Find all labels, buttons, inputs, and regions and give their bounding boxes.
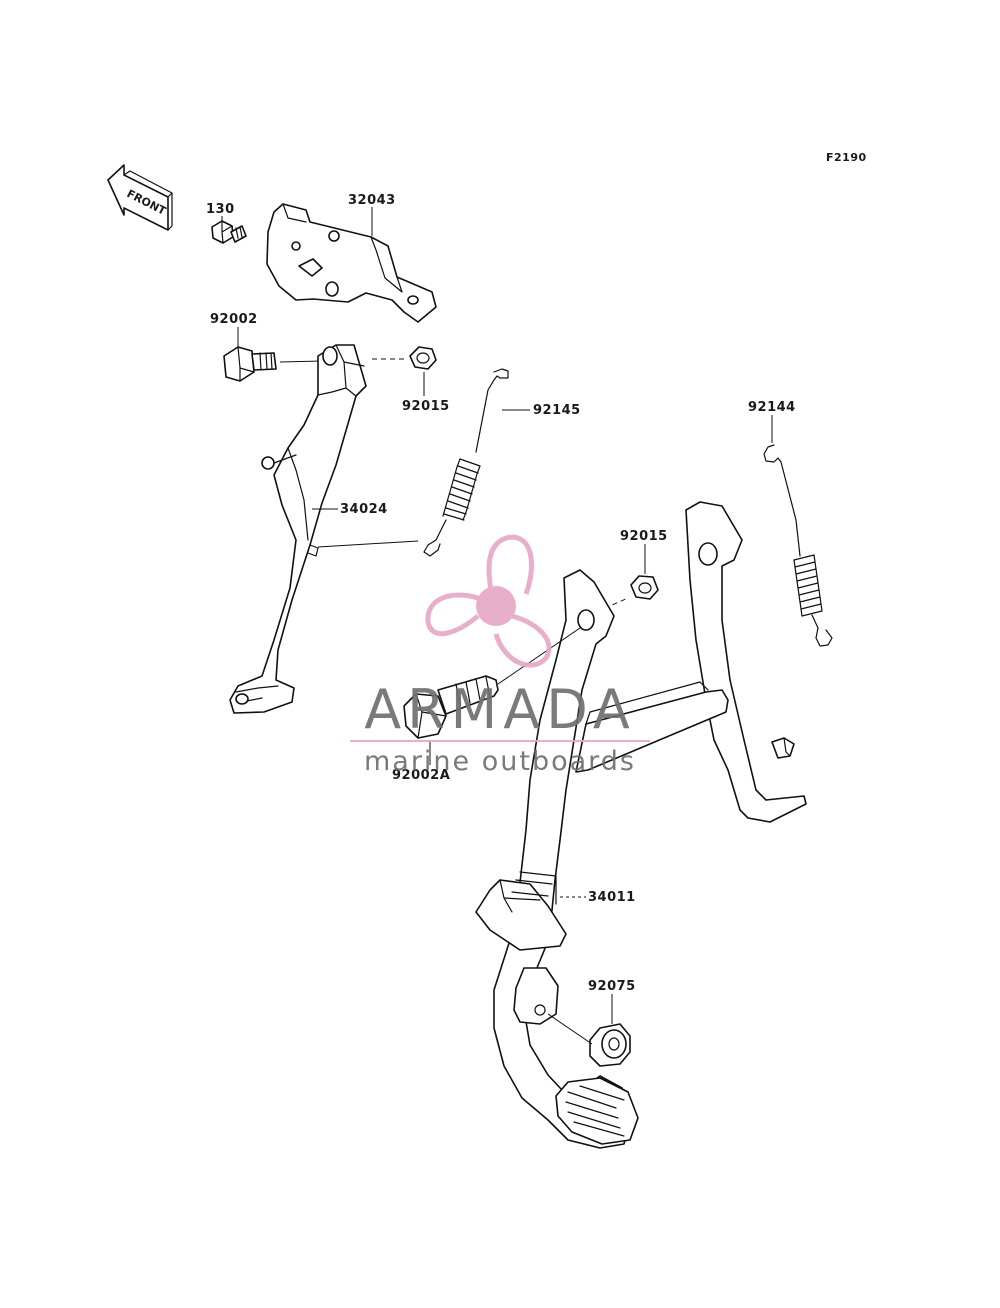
side-stand-34024: [229, 344, 367, 714]
bolt-130: [211, 220, 247, 244]
main-stand-34011: [475, 501, 807, 1149]
label-92015-right: 92015: [620, 529, 668, 544]
bracket-32043: [266, 203, 437, 323]
label-92002: 92002: [210, 312, 258, 327]
label-34011: 34011: [588, 890, 636, 905]
label-92015-top: 92015: [402, 399, 450, 414]
label-130: 130: [206, 202, 235, 217]
spring-92145: [423, 368, 509, 557]
propeller-icon: [425, 534, 552, 668]
label-92002A: 92002A: [392, 768, 450, 783]
front-arrow-icon: FRONT: [107, 164, 173, 231]
label-92145: 92145: [533, 403, 581, 418]
label-34024: 34024: [340, 502, 388, 517]
figure-code: F2190: [826, 151, 867, 164]
armada-watermark: ARMADA marine outboards: [350, 534, 650, 777]
nut-92015-right: [630, 575, 659, 600]
label-32043: 32043: [348, 193, 396, 208]
pivot-bolt-92002: [223, 346, 277, 382]
label-92144: 92144: [748, 400, 796, 415]
rubber-92075: [589, 1023, 631, 1067]
bolt-92002A: [403, 675, 499, 739]
label-92075: 92075: [588, 979, 636, 994]
watermark-tagline: marine outboards: [364, 746, 636, 777]
nut-92015-top: [409, 346, 437, 370]
spring-92144: [763, 444, 833, 647]
watermark-brand: ARMADA: [364, 678, 636, 741]
propeller-hub: [476, 586, 516, 626]
